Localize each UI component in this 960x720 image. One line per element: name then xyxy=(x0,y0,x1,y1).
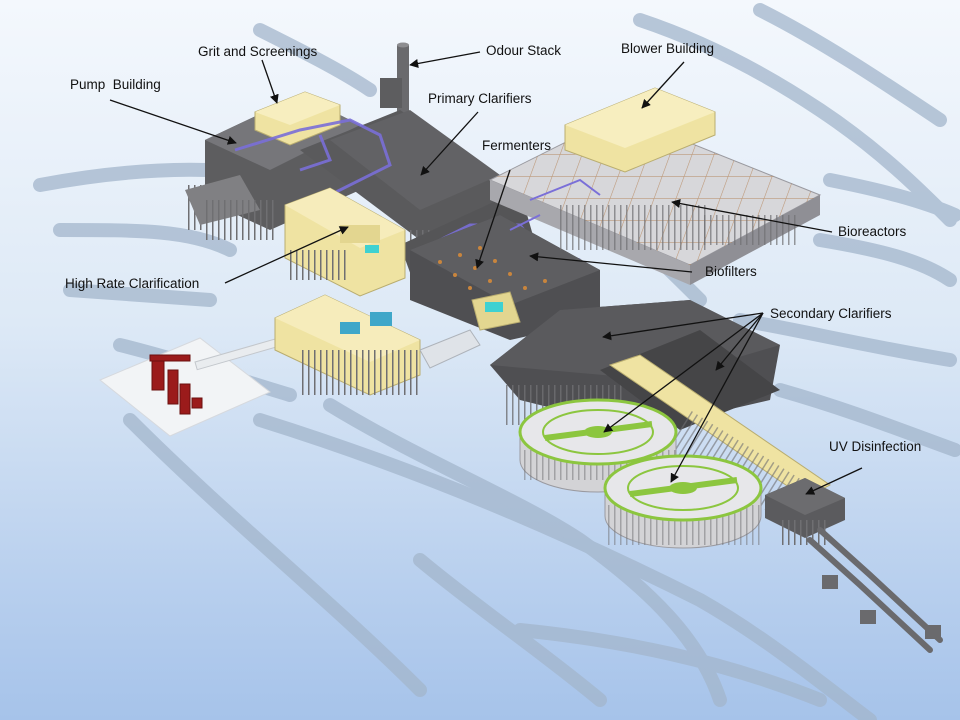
arrow-secondary-1 xyxy=(602,312,764,341)
label-odour-stack: Odour Stack xyxy=(486,43,562,58)
blower-building xyxy=(564,87,716,173)
arrow-grit xyxy=(261,59,279,104)
secondary-building xyxy=(490,300,780,430)
outfall-pipe xyxy=(807,527,943,653)
annotation-arrows xyxy=(109,51,863,495)
arrow-bioreactors xyxy=(671,199,833,233)
arrow-pump xyxy=(109,99,237,145)
arrow-primary xyxy=(420,111,479,176)
label-uv-disinfection: UV Disinfection xyxy=(829,439,922,454)
arrow-uv xyxy=(805,467,863,495)
label-primary-clarifiers: Primary Clarifiers xyxy=(428,91,532,106)
label-biofilters: Biofilters xyxy=(705,264,757,279)
arrow-secondary-3 xyxy=(603,312,764,433)
label-fermenters: Fermenters xyxy=(482,138,552,153)
label-pump-building: Pump Building xyxy=(70,77,161,92)
arrow-biofilters xyxy=(529,252,693,273)
label-blower-building: Blower Building xyxy=(621,41,715,56)
lower-yellow-building xyxy=(274,294,481,396)
fermenters xyxy=(410,215,600,340)
label-secondary-clarifiers: Secondary Clarifiers xyxy=(770,306,892,321)
arrow-blower xyxy=(641,61,685,109)
label-high-rate-clarification: High Rate Clarification xyxy=(65,276,200,291)
label-bioreactors: Bioreactors xyxy=(838,224,907,239)
arrow-secondary-4 xyxy=(670,312,764,483)
arrow-secondary-2 xyxy=(715,312,764,371)
arrow-high-rate xyxy=(224,226,349,284)
red-crane xyxy=(149,354,203,415)
arrow-fermenters xyxy=(475,169,511,269)
clarifier-tank-1 xyxy=(518,398,678,493)
high-rate-clarification xyxy=(284,187,406,297)
grit-building xyxy=(254,91,341,146)
arrow-odour xyxy=(409,51,481,68)
clarifier-tank-2 xyxy=(603,454,763,549)
label-grit-and-screenings: Grit and Screenings xyxy=(198,44,318,59)
